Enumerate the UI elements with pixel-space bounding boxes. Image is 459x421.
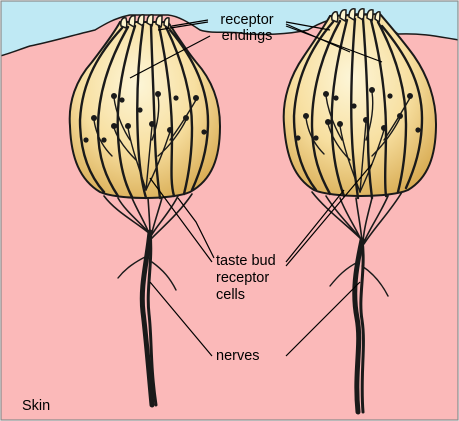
- label-taste-bud-line1: taste bud: [216, 253, 276, 269]
- label-taste-bud-line3: cells: [216, 287, 245, 303]
- label-receptor-endings-line1: receptor: [220, 12, 273, 28]
- label-skin: Skin: [22, 398, 50, 414]
- label-taste-bud-line2: receptor: [216, 270, 269, 286]
- label-receptor-endings-line2: endings: [222, 28, 273, 44]
- label-nerves: nerves: [216, 348, 260, 364]
